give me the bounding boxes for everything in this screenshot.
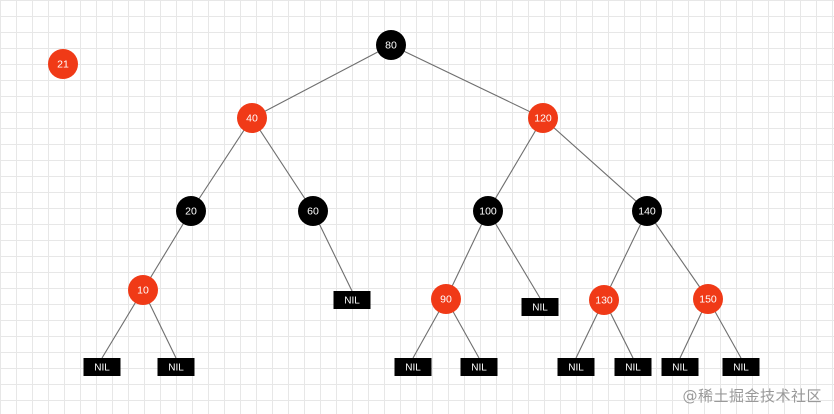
tree-node-120: 120 [528,103,558,133]
tree-edge-r1-r10 [487,117,544,212]
tree-edge-r10-r101 [487,210,541,299]
nil-leaf-label: NIL [733,363,749,374]
stray-node-21: 21 [48,49,78,79]
tree-node-80: 80 [376,30,406,60]
nil-leaf-r101: NIL [521,298,559,316]
nil-leaf-label: NIL [568,363,584,374]
nil-leaf-box [394,358,432,376]
black-node-circle [298,196,328,226]
nil-leaf-box [521,298,559,316]
node-label: 60 [307,206,319,218]
black-node-circle [473,196,503,226]
nil-leaf-box [557,358,595,376]
red-node-circle [431,284,461,314]
tree-node-60: 60 [298,196,328,226]
tree-node-10: 10 [128,275,158,305]
nil-leaf-r010: NIL [333,291,371,309]
red-node-circle [128,275,158,305]
nil-leaf-box [333,291,371,309]
nil-leaf-box [157,358,195,376]
tree-edge-r11-r110 [603,210,648,301]
nil-leaf-label: NIL [168,363,184,374]
nil-leaf-r1001: NIL [460,358,498,376]
nil-leaf-box [460,358,498,376]
nil-leaf-label: NIL [94,363,110,374]
nil-leaf-r0000: NIL [83,358,121,376]
red-node-circle [589,285,619,315]
nil-leaf-label: NIL [471,363,487,374]
nil-leaf-r1101: NIL [614,358,652,376]
tree-edge-r11-r111 [646,210,709,300]
tree-node-20: 20 [176,196,206,226]
nil-leaf-label: NIL [625,363,641,374]
tree-edge-r-r0 [251,44,392,119]
black-node-circle [632,196,662,226]
tree-edge-r-r1 [390,44,544,119]
node-label: 140 [638,206,656,218]
node-label: 150 [699,294,717,306]
tree-node-100: 100 [473,196,503,226]
tree-edge-r10-r100 [445,210,489,300]
nil-leaf-label: NIL [532,303,548,314]
node-label: 21 [57,59,69,71]
node-label: 20 [185,206,197,218]
node-label: 10 [137,285,149,297]
nil-leaf-box [614,358,652,376]
tree-edge-r1-r11 [542,117,648,212]
nil-leaf-label: NIL [405,363,421,374]
nil-leaf-r0001: NIL [157,358,195,376]
nil-leaf-box [722,358,760,376]
nil-leaf-r1110: NIL [661,358,699,376]
node-label: 80 [385,40,397,52]
nil-leaf-r1000: NIL [394,358,432,376]
tree-node-140: 140 [632,196,662,226]
node-label: 120 [534,113,552,125]
nil-leaf-box [83,358,121,376]
nil-leaf-r1111: NIL [722,358,760,376]
tree-node-90: 90 [431,284,461,314]
watermark-text: @稀土掘金技术社区 [682,387,822,405]
black-node-circle [376,30,406,60]
tree-node-130: 130 [589,285,619,315]
red-node-circle [528,103,558,133]
nil-leaf-label: NIL [672,363,688,374]
tree-node-150: 150 [693,284,723,314]
red-node-circle [693,284,723,314]
tree-edge-r0-r01 [251,117,314,212]
nil-leaf-r1100: NIL [557,358,595,376]
red-node-circle [237,103,267,133]
red-node-circle [48,49,78,79]
node-label: 100 [479,206,497,218]
nil-leaf-box [661,358,699,376]
node-label: 90 [440,294,452,306]
node-label: 130 [595,295,613,307]
tree-node-40: 40 [237,103,267,133]
black-node-circle [176,196,206,226]
tree-edge-r0-r00 [190,117,253,212]
nil-leaf-label: NIL [344,296,360,307]
node-label: 40 [246,113,258,125]
tree-edge-r00-r000 [142,210,192,291]
